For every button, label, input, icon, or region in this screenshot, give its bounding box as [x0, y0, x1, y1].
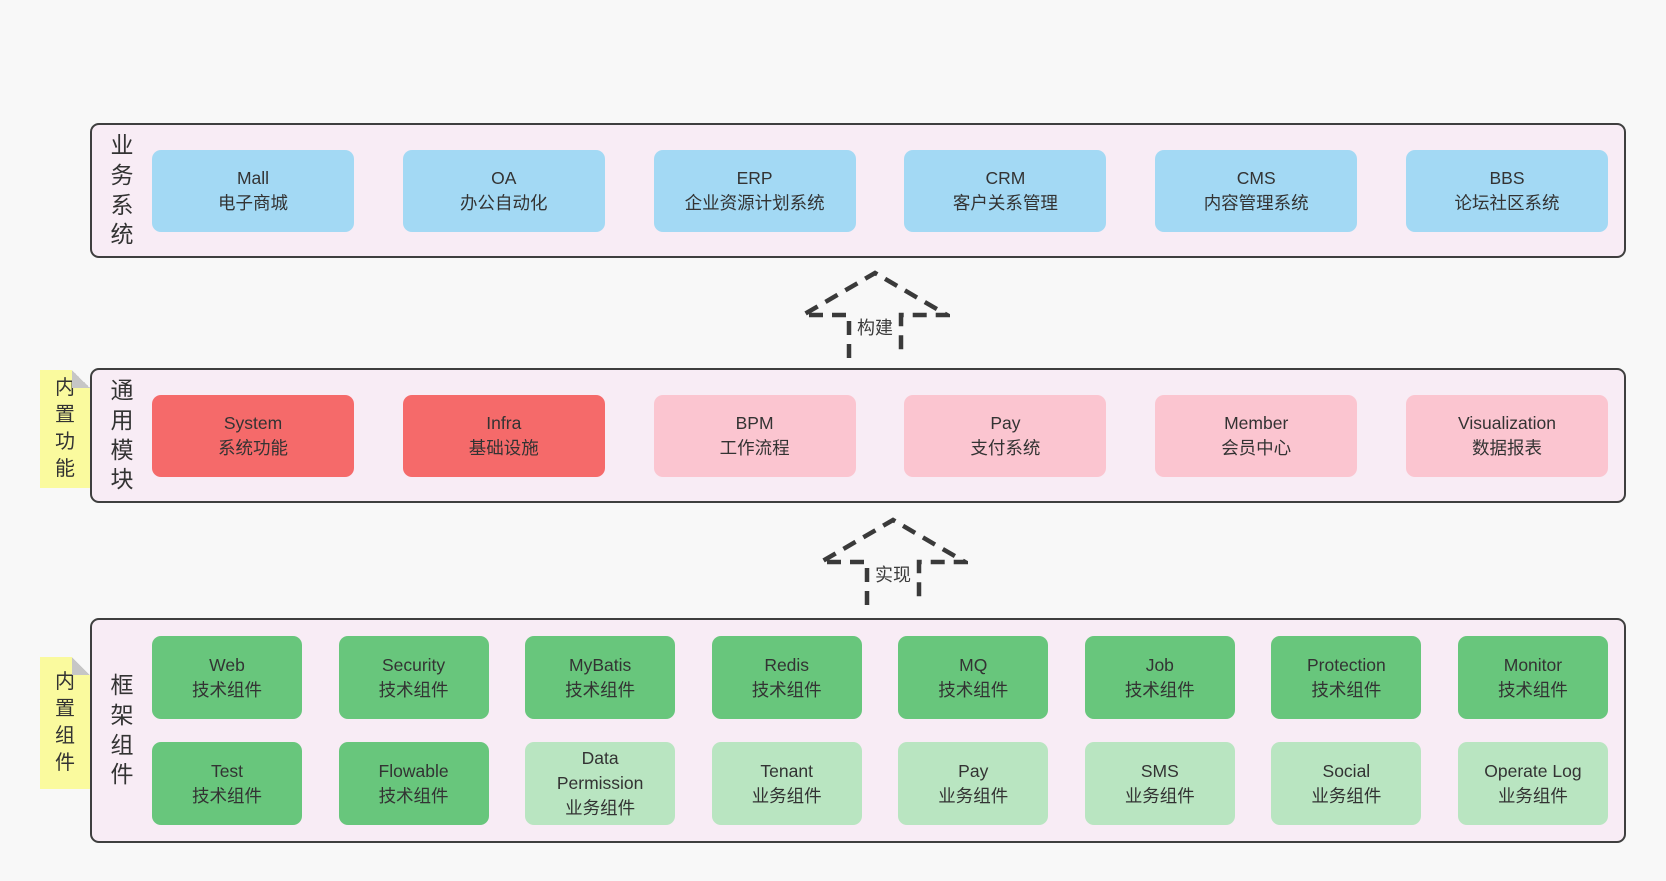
band-framework-components: 框架组件 Web 技术组件 Security 技术组件 MyBatis 技术组件…	[90, 618, 1626, 843]
box-social: Social 业务组件	[1271, 742, 1422, 825]
box-erp: ERP 企业资源计划系统	[653, 149, 856, 232]
dashed-up-arrow-icon	[818, 517, 968, 605]
framework-components-row-1: Web 技术组件 Security 技术组件 MyBatis 技术组件 Redi…	[152, 636, 1608, 719]
box-visualization: Visualization 数据报表	[1405, 394, 1608, 477]
box-redis: Redis 技术组件	[711, 636, 862, 719]
band-business-systems: 业务系统 Mall 电子商城 OA 办公自动化 ERP 企业资源计划系统 CRM…	[90, 123, 1626, 258]
box-mq: MQ 技术组件	[898, 636, 1049, 719]
box-pay-module: Pay 支付系统	[904, 394, 1107, 477]
business-systems-boxes: Mall 电子商城 OA 办公自动化 ERP 企业资源计划系统 CRM 客户关系…	[152, 125, 1624, 256]
box-bbs: BBS 论坛社区系统	[1405, 149, 1608, 232]
arrow-implement: 实现	[818, 517, 968, 605]
box-job: Job 技术组件	[1084, 636, 1235, 719]
dashed-up-arrow-icon	[800, 270, 950, 358]
band-label-framework-components: 框架组件	[110, 671, 134, 788]
box-oa: OA 办公自动化	[402, 149, 605, 232]
sticky-note-builtin-features: 内置功能	[40, 370, 90, 488]
framework-components-rows: Web 技术组件 Security 技术组件 MyBatis 技术组件 Redi…	[152, 620, 1624, 841]
band-common-modules: 通用模块 System 系统功能 Infra 基础设施 BPM 工作流程 Pay…	[90, 368, 1626, 503]
box-mall: Mall 电子商城	[152, 149, 354, 232]
band-label-common-modules: 通用模块	[110, 376, 134, 493]
arrow-implement-label: 实现	[874, 565, 912, 586]
box-security: Security 技术组件	[338, 636, 489, 719]
common-modules-boxes: System 系统功能 Infra 基础设施 BPM 工作流程 Pay 支付系统…	[152, 370, 1624, 501]
sticky-note-label: 内置功能	[54, 377, 75, 480]
box-flowable: Flowable 技术组件	[338, 742, 489, 825]
box-test: Test 技术组件	[152, 742, 302, 825]
box-mybatis: MyBatis 技术组件	[525, 636, 676, 719]
box-monitor: Monitor 技术组件	[1457, 636, 1608, 719]
box-crm: CRM 客户关系管理	[904, 149, 1107, 232]
band-label-business-systems: 业务系统	[110, 131, 134, 248]
box-tenant: Tenant 业务组件	[711, 742, 862, 825]
box-operate-log: Operate Log 业务组件	[1457, 742, 1608, 825]
framework-components-row-2: Test 技术组件 Flowable 技术组件 Data Permission …	[152, 742, 1608, 825]
arrow-build-label: 构建	[856, 318, 894, 339]
box-pay-component: Pay 业务组件	[898, 742, 1049, 825]
box-cms: CMS 内容管理系统	[1155, 149, 1358, 232]
box-infra: Infra 基础设施	[402, 394, 605, 477]
sticky-note-label: 内置组件	[54, 671, 75, 774]
box-data-permission: Data Permission 业务组件	[525, 742, 676, 825]
sticky-note-builtin-components: 内置组件	[40, 657, 90, 789]
arrow-build: 构建	[800, 270, 950, 358]
box-bpm: BPM 工作流程	[653, 394, 856, 477]
box-protection: Protection 技术组件	[1271, 636, 1422, 719]
box-system: System 系统功能	[152, 394, 354, 477]
box-web: Web 技术组件	[152, 636, 302, 719]
box-member: Member 会员中心	[1155, 394, 1358, 477]
box-sms: SMS 业务组件	[1084, 742, 1235, 825]
